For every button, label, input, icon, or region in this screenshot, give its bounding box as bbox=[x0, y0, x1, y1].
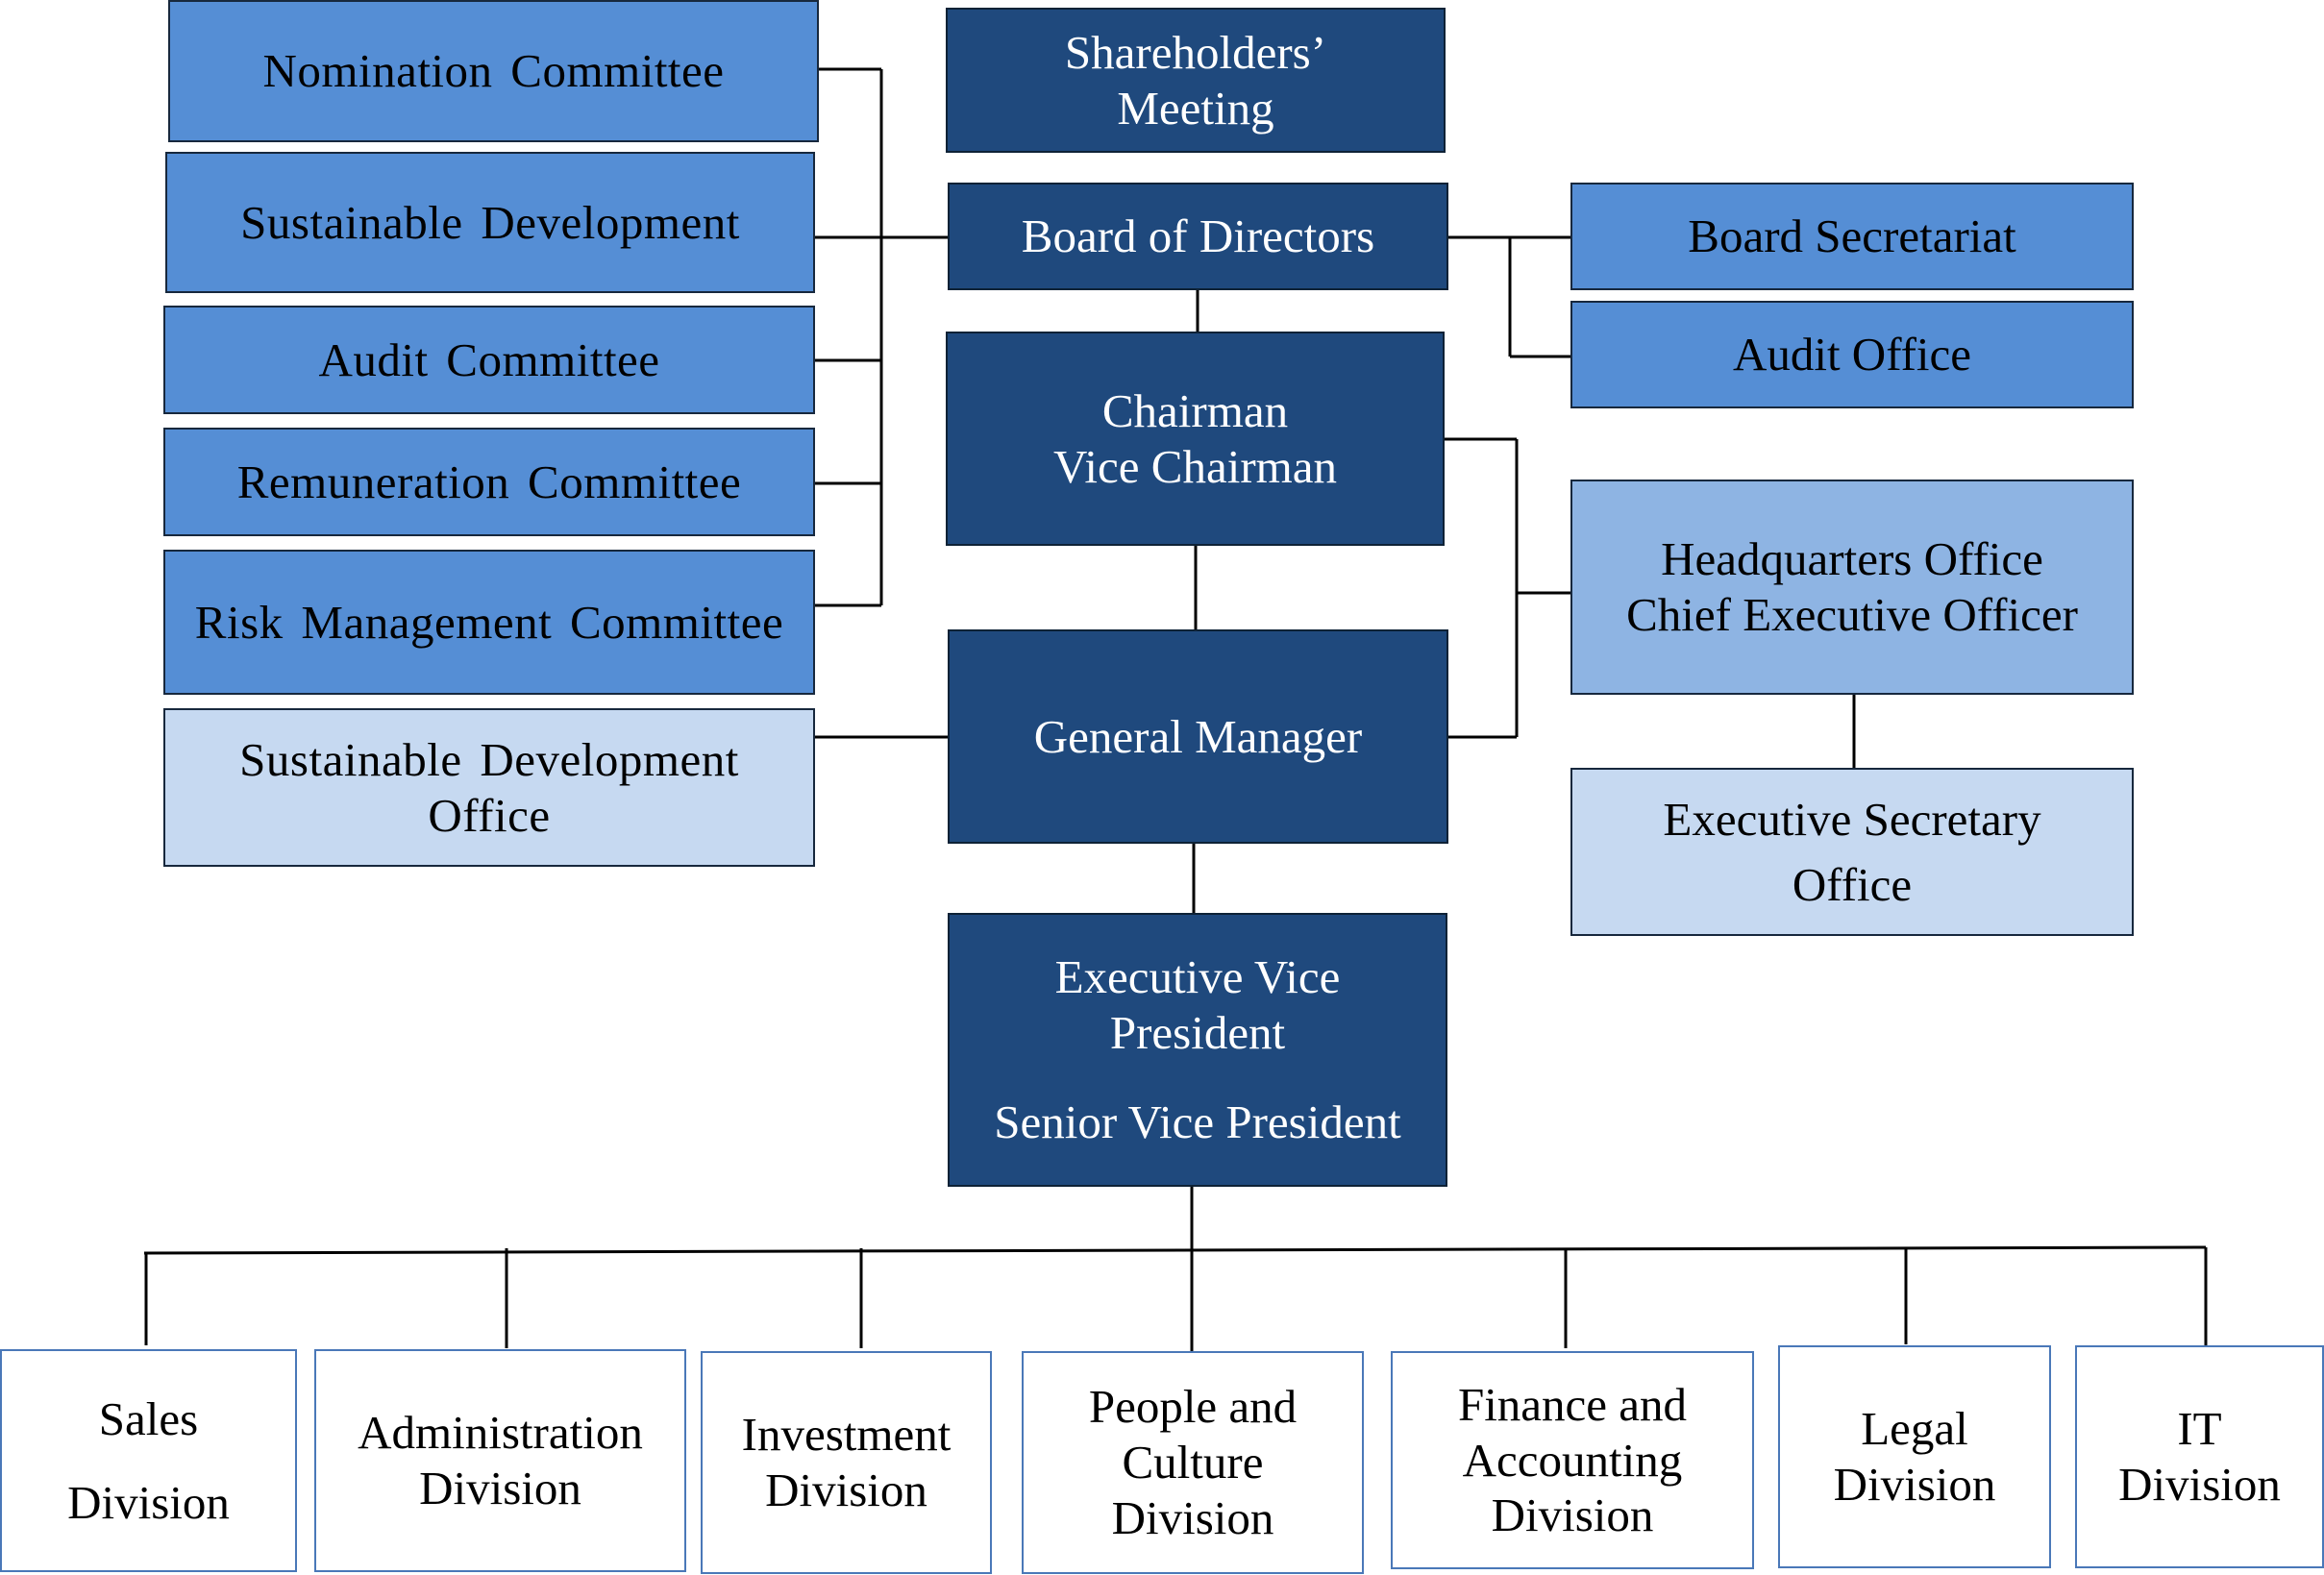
nomination-committee-box: Nomination Committee bbox=[168, 0, 819, 142]
board-of-directors-label: Board of Directors bbox=[1021, 209, 1375, 263]
audit-committee-box: Audit Committee bbox=[163, 306, 815, 414]
audit-office-label: Audit Office bbox=[1732, 328, 1972, 381]
shareholders-line-1: Shareholders’ bbox=[1064, 25, 1327, 79]
sd-office-line-2: Office bbox=[428, 788, 551, 842]
board-of-directors-box: Board of Directors bbox=[948, 183, 1448, 290]
executive-vice-president-box: Executive Vice President Senior Vice Pre… bbox=[948, 913, 1447, 1187]
evp-line-2: President bbox=[1109, 1005, 1286, 1059]
nomination-committee-label: Nomination Committee bbox=[262, 44, 725, 98]
division-administration-line-2: Division bbox=[419, 1462, 581, 1514]
general-manager-label: General Manager bbox=[1033, 709, 1363, 763]
division-sales-line-1: Sales bbox=[98, 1391, 199, 1445]
exec-secretary-line-1: Executive Secretary bbox=[1663, 792, 2041, 846]
hq-office-line-1: Headquarters Office bbox=[1661, 532, 2043, 586]
chairman-line-2: Vice Chairman bbox=[1052, 439, 1338, 493]
division-finance-line-3: Division bbox=[1491, 1489, 1654, 1542]
division-people-line-2: Culture bbox=[1122, 1436, 1264, 1489]
sd-office-line-1: Sustainable Development bbox=[239, 732, 739, 786]
division-people-line-1: People and bbox=[1088, 1380, 1298, 1434]
risk-management-committee-box: Risk Management Committee bbox=[163, 550, 815, 695]
audit-office-box: Audit Office bbox=[1570, 301, 2134, 408]
shareholders-meeting-box: Shareholders’Meeting bbox=[946, 8, 1446, 153]
division-legal-line-2: Division bbox=[1833, 1458, 1996, 1511]
connector-division-bus bbox=[143, 1245, 2207, 1255]
division-people-line-3: Division bbox=[1111, 1490, 1274, 1544]
chairman-line-1: Chairman bbox=[1101, 383, 1289, 437]
shareholders-line-2: Meeting bbox=[1117, 81, 1274, 135]
division-finance-line-2: Accounting bbox=[1462, 1433, 1683, 1487]
risk-management-committee-label: Risk Management Committee bbox=[194, 595, 784, 649]
remuneration-committee-label: Remuneration Committee bbox=[236, 455, 742, 508]
division-investment-line-1: Investment bbox=[741, 1408, 952, 1462]
board-secretariat-box: Board Secretariat bbox=[1570, 183, 2134, 290]
remuneration-committee-box: Remuneration Committee bbox=[163, 428, 815, 536]
hq-office-line-2: Chief Executive Officer bbox=[1626, 588, 2078, 641]
svp-label: Senior Vice President bbox=[994, 1095, 1401, 1149]
audit-committee-label: Audit Committee bbox=[318, 332, 660, 386]
division-administration-line-1: Administration bbox=[358, 1406, 643, 1460]
division-legal-line-1: Legal bbox=[1861, 1402, 1968, 1456]
evp-line-1: Executive Vice bbox=[1054, 949, 1341, 1003]
division-sales-line-2: Division bbox=[67, 1476, 230, 1529]
exec-secretary-line-2: Office bbox=[1792, 857, 1913, 911]
division-investment-line-2: Division bbox=[765, 1464, 927, 1516]
sustainable-development-label: Sustainable Development bbox=[240, 195, 740, 249]
division-finance-line-1: Finance and bbox=[1457, 1377, 1688, 1431]
division-it-line-1: IT bbox=[2177, 1402, 2222, 1456]
board-secretariat-label: Board Secretariat bbox=[1688, 209, 2016, 263]
division-it-line-2: Division bbox=[2118, 1458, 2281, 1511]
sustainable-development-box: Sustainable Development bbox=[165, 152, 815, 293]
general-manager-box: General Manager bbox=[948, 629, 1448, 844]
